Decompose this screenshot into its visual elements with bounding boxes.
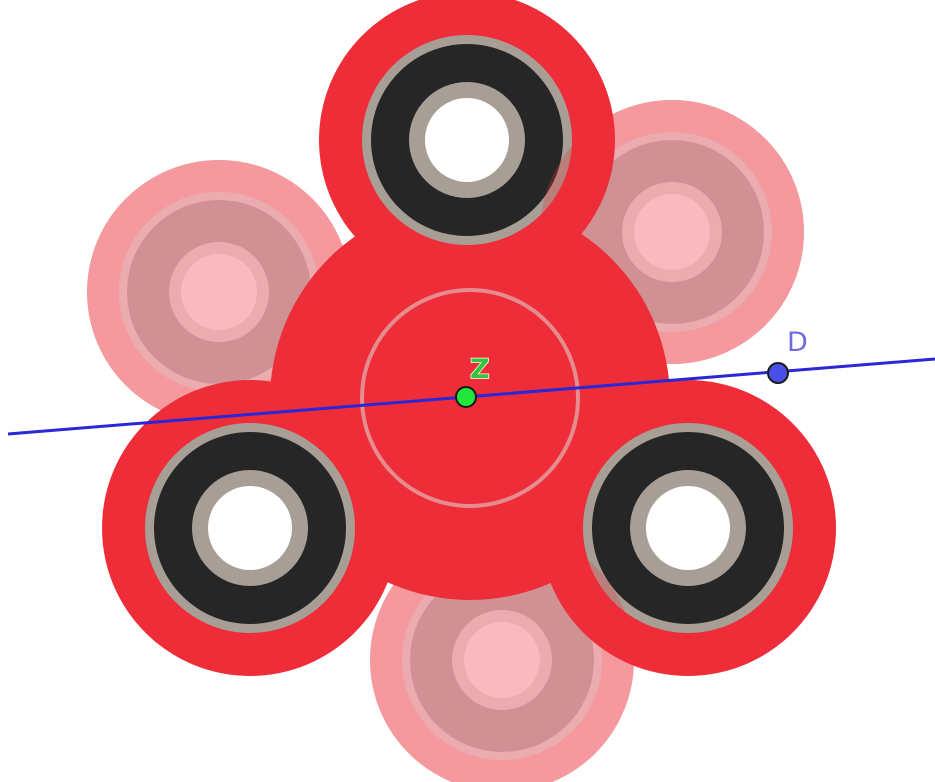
ghost-overlap-right <box>540 100 804 364</box>
hub-ring <box>360 288 580 508</box>
point-z[interactable] <box>455 386 477 408</box>
ghost-bearing-bottom <box>402 560 602 760</box>
point-d-label: D <box>787 327 808 358</box>
bearing-top <box>362 35 572 245</box>
ghost-bearing-left <box>119 192 319 392</box>
ghost-overlap <box>87 100 804 782</box>
point-z-label: Z <box>470 354 490 385</box>
bearing-bottom-right <box>583 423 793 633</box>
bearing-bottom-left <box>145 423 355 633</box>
ghost-overlap-left <box>87 160 351 424</box>
point-d[interactable] <box>767 362 789 384</box>
ghost-overlap-bottom <box>370 528 634 782</box>
